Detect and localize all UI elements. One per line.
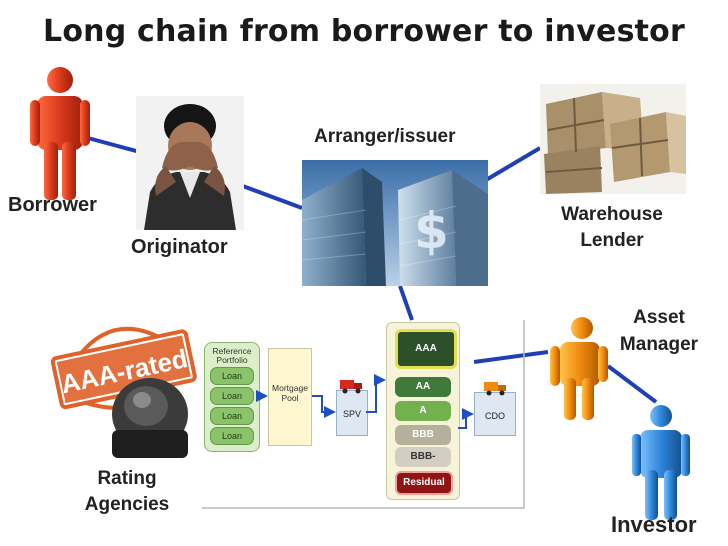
line-arranger-deal	[398, 285, 414, 321]
cdo-box: CDO	[474, 392, 516, 436]
line-originator-arranger	[239, 183, 303, 210]
rating-stamp-image: AAA-rated	[50, 326, 197, 458]
borrower-person-icon	[30, 67, 90, 200]
asset-label-line1: Asset	[633, 307, 685, 328]
reference-portfolio-title: Reference Portfolio	[212, 346, 252, 365]
spv-box: SPV	[336, 390, 368, 436]
investor-person-icon	[632, 405, 690, 520]
loan-item: Loan	[210, 427, 254, 445]
asset-label-line2: Manager	[619, 334, 699, 355]
line-assetmanager-investor	[606, 364, 658, 404]
warehouse-lender-label: Warehouse Lender	[548, 202, 676, 254]
tranche-residual: Residual	[395, 471, 453, 495]
arrow-tranches-cdo	[458, 408, 474, 429]
rating-label-line2: Agencies	[84, 494, 170, 515]
loan-item: Loan	[210, 367, 254, 385]
tranche-aa: AA	[395, 377, 451, 397]
line-deal-assetmanager	[473, 350, 549, 364]
loan-item: Loan	[210, 387, 254, 405]
rating-agencies-label: Rating Agencies	[72, 466, 182, 518]
investor-label: Investor	[611, 512, 697, 537]
asset-manager-label: Asset Manager	[606, 304, 712, 358]
spv-label: SPV	[342, 409, 361, 419]
tranche-bbb-minus: BBB-	[395, 447, 451, 467]
spv-truck-icon	[340, 380, 362, 394]
tranche-aaa: AAA	[395, 329, 457, 369]
svg-text:$: $	[414, 202, 449, 260]
slide-title: Long chain from borrower to investor	[43, 14, 685, 49]
warehouse-label-line2: Lender	[580, 230, 644, 251]
warehouse-label-line1: Warehouse	[561, 204, 663, 225]
tranche-a: A	[395, 401, 451, 421]
line-borrower-originator	[87, 136, 141, 154]
line-arranger-warehouse	[484, 146, 542, 182]
loan-item: Loan	[210, 407, 254, 425]
cdo-truck-icon	[484, 382, 506, 396]
borrower-label: Borrower	[8, 194, 97, 216]
cdo-label: CDO	[485, 411, 505, 421]
mortgage-pool-box: Mortgage Pool	[268, 348, 312, 446]
arrow-spv-tranches	[366, 374, 386, 413]
originator-photo	[136, 96, 244, 230]
arranger-label: Arranger/issuer	[314, 126, 456, 147]
arranger-buildings-photo: $	[302, 160, 488, 286]
originator-label: Originator	[131, 236, 228, 258]
asset-manager-person-icon	[550, 317, 608, 420]
arrow-pool-spv	[312, 395, 336, 418]
tranche-bbb: BBB	[395, 425, 451, 445]
mortgage-pool-label: Mortgage Pool	[272, 383, 308, 403]
tranche-stack: AAA AA A BBB BBB- Residual	[386, 322, 460, 500]
rating-label-line1: Rating	[97, 468, 157, 489]
warehouse-crates-photo	[540, 84, 686, 194]
